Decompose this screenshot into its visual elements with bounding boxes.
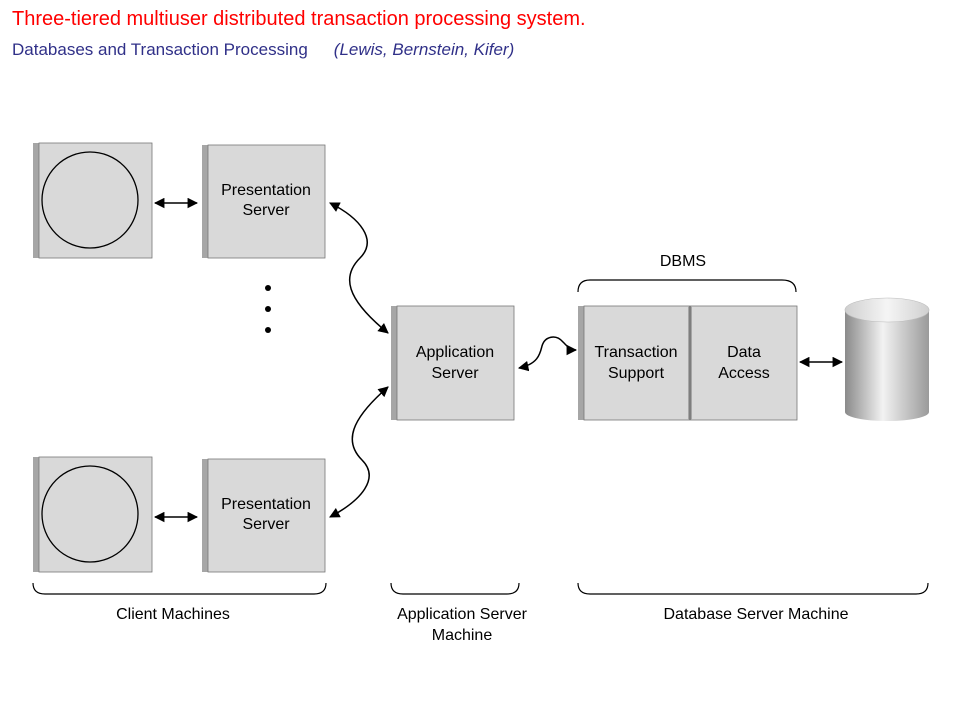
dbms-brace bbox=[577, 279, 797, 293]
data-access-label-1: Data bbox=[727, 344, 761, 361]
slide-subtitle: Databases and Transaction Processing (Lew… bbox=[12, 40, 514, 60]
presentation-server-bottom-label-1: Presentation bbox=[221, 496, 311, 513]
ellipsis-dots bbox=[265, 285, 271, 333]
client-machines-brace bbox=[32, 582, 327, 595]
database-cylinder-icon bbox=[844, 297, 930, 421]
app-server-machine-label-1: Application Server bbox=[397, 606, 528, 623]
presentation-server-bottom-label-2: Server bbox=[242, 516, 290, 533]
slide-title: Three-tiered multiuser distributed trans… bbox=[12, 8, 586, 30]
application-server-label-1: Application bbox=[416, 344, 494, 361]
presentation-top-to-app-server-arrow bbox=[329, 202, 389, 334]
db-server-machine-brace bbox=[577, 582, 929, 595]
dbms-box: Transaction Support Data Access bbox=[578, 305, 798, 421]
presentation-server-bottom: Presentation Server bbox=[202, 458, 326, 573]
presentation-server-top-label-2: Server bbox=[242, 202, 290, 219]
data-access-label-2: Access bbox=[718, 365, 770, 382]
dbms-label: DBMS bbox=[660, 253, 706, 270]
transaction-support-label-1: Transaction bbox=[595, 344, 678, 361]
transaction-support-label-2: Support bbox=[608, 365, 665, 382]
client-terminal-bottom bbox=[33, 456, 153, 573]
app-server-to-dbms-arrow bbox=[517, 336, 578, 372]
client-machines-label: Client Machines bbox=[116, 606, 230, 623]
db-server-machine-label: Database Server Machine bbox=[664, 606, 849, 623]
application-server-label-2: Server bbox=[431, 365, 479, 382]
terminal-screen-icon bbox=[41, 151, 139, 249]
book-authors: (Lewis, Bernstein, Kifer) bbox=[333, 40, 515, 59]
presentation-bottom-to-app-server-arrow bbox=[329, 386, 389, 518]
presentation-server-top: Presentation Server bbox=[202, 144, 326, 259]
application-server: Application Server bbox=[391, 305, 515, 421]
app-server-machine-brace bbox=[390, 582, 520, 595]
app-server-machine-label-2: Machine bbox=[432, 627, 493, 644]
terminal-screen-icon bbox=[41, 465, 139, 563]
presentation-server-top-label-1: Presentation bbox=[221, 182, 311, 199]
client-terminal-top bbox=[33, 142, 153, 259]
book-title: Databases and Transaction Processing bbox=[12, 40, 308, 59]
